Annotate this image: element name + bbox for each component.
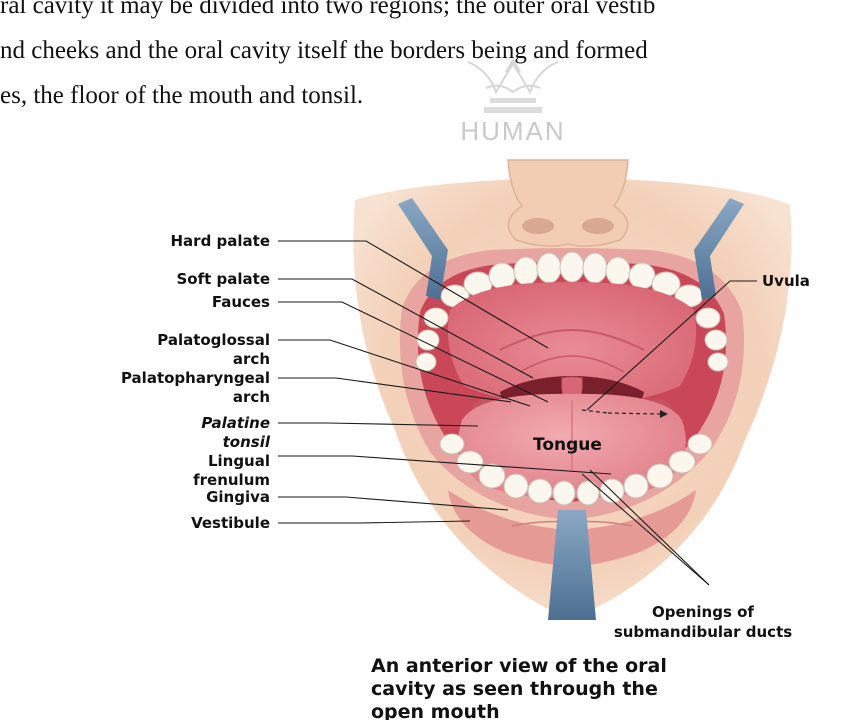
label-palatopharyngeal-arch: Palatopharyngeal [121, 369, 270, 387]
face-illustration [353, 160, 791, 620]
caption-line: cavity as seen through the [371, 678, 658, 700]
label-fauces: Fauces [212, 293, 270, 311]
label-palatoglossal-arch: Palatoglossal [157, 331, 270, 349]
label-gingiva: Gingiva [206, 488, 270, 506]
label-hard-palate: Hard palate [171, 232, 271, 250]
nose [508, 160, 628, 246]
caption-line: An anterior view of the oral [371, 655, 667, 677]
label-vestibule: Vestibule [191, 514, 270, 532]
figure-caption: An anterior view of the oral cavity as s… [371, 655, 667, 720]
label-palatopharyngeal-arch: arch [233, 388, 270, 406]
label-lingual-frenulum: frenulum [193, 471, 270, 489]
label-uvula: Uvula [762, 272, 810, 290]
label-openings-submandibular-ducts: submandibular ducts [614, 623, 792, 641]
label-palatoglossal-arch: arch [233, 350, 270, 368]
label-palatine-tonsil: Palatine [201, 414, 270, 432]
label-palatine-tonsil: tonsil [223, 433, 271, 451]
caption-line: open mouth [371, 701, 500, 720]
label-lingual-frenulum: Lingual [208, 452, 270, 470]
label-soft-palate: Soft palate [177, 270, 271, 288]
label-openings-submandibular-ducts: Openings of [652, 603, 754, 621]
label-tongue: Tongue [533, 435, 602, 455]
